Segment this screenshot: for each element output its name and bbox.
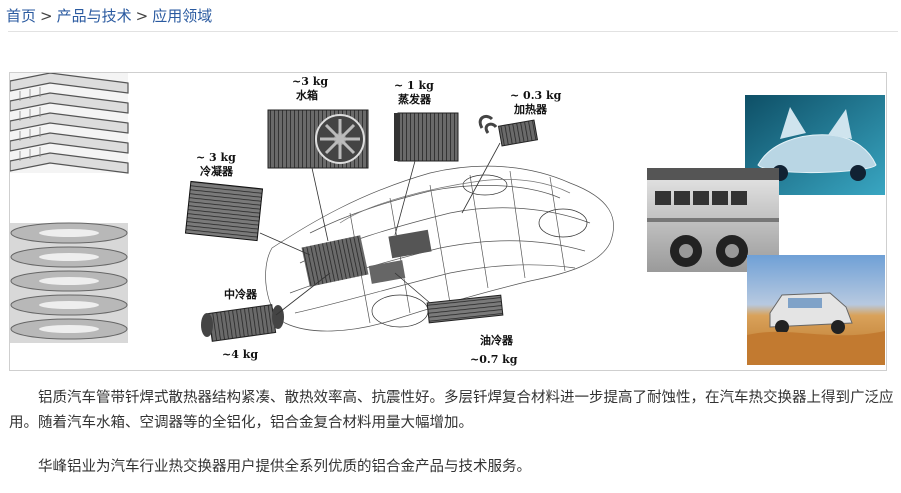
heat-exchanger-illustration: ~3 kg 水箱 ~ 1 kg 蒸发器 ~ 0.3 kg 加热器 ~ 3 kg … — [10, 73, 885, 366]
intercooler-weight-label: ~4 kg — [222, 348, 258, 361]
condenser-weight-label: ~ 3 kg — [196, 151, 236, 164]
heater-image — [478, 114, 539, 147]
condenser-label: 冷凝器 — [200, 164, 234, 178]
application-figure: ~3 kg 水箱 ~ 1 kg 蒸发器 ~ 0.3 kg 加热器 ~ 3 kg … — [9, 72, 887, 371]
wireframe-car-image — [265, 165, 614, 332]
header-divider — [8, 31, 898, 32]
oil-cooler-weight-label: ~0.7 kg — [470, 353, 518, 366]
suv-desert-photo — [747, 255, 885, 365]
car-internal-components — [301, 229, 432, 287]
evaporator-label: 蒸发器 — [398, 92, 432, 106]
heater-label: 加热器 — [513, 102, 548, 116]
evaporator-image — [394, 112, 459, 162]
water-tank-weight-label: ~3 kg — [292, 75, 328, 88]
breadcrumb-products-link[interactable]: 产品与技术 — [56, 7, 132, 25]
breadcrumb-current-link[interactable]: 应用领域 — [152, 7, 213, 25]
tube-section-image — [10, 222, 128, 343]
bus-photo — [647, 168, 779, 272]
evaporator-weight-label: ~ 1 kg — [394, 79, 434, 92]
heater-weight-label: ~ 0.3 kg — [510, 89, 562, 102]
water-tank-label: 水箱 — [296, 88, 318, 102]
breadcrumb-separator: > — [40, 7, 53, 25]
intercooler-image — [201, 304, 284, 342]
breadcrumb-home-link[interactable]: 首页 — [6, 7, 37, 25]
intro-paragraph: 铝质汽车管带钎焊式散热器结构紧凑、散热效率高、抗震性好。多层钎焊复合材料进一步提… — [9, 390, 894, 431]
fin-tube-closeup-image — [10, 73, 129, 174]
water-tank-image — [267, 109, 369, 169]
service-paragraph: 华峰铝业为汽车行业热交换器用户提供全系列优质的铝合金产品与技术服务。 — [38, 459, 531, 475]
leader-lines — [259, 142, 501, 316]
condenser-image — [184, 180, 264, 242]
intercooler-label: 中冷器 — [224, 287, 258, 301]
oil-cooler-image — [426, 294, 504, 324]
breadcrumb: 首页>产品与技术>应用领域 — [6, 5, 212, 26]
breadcrumb-separator: > — [135, 7, 149, 25]
oil-cooler-label: 油冷器 — [480, 333, 514, 347]
